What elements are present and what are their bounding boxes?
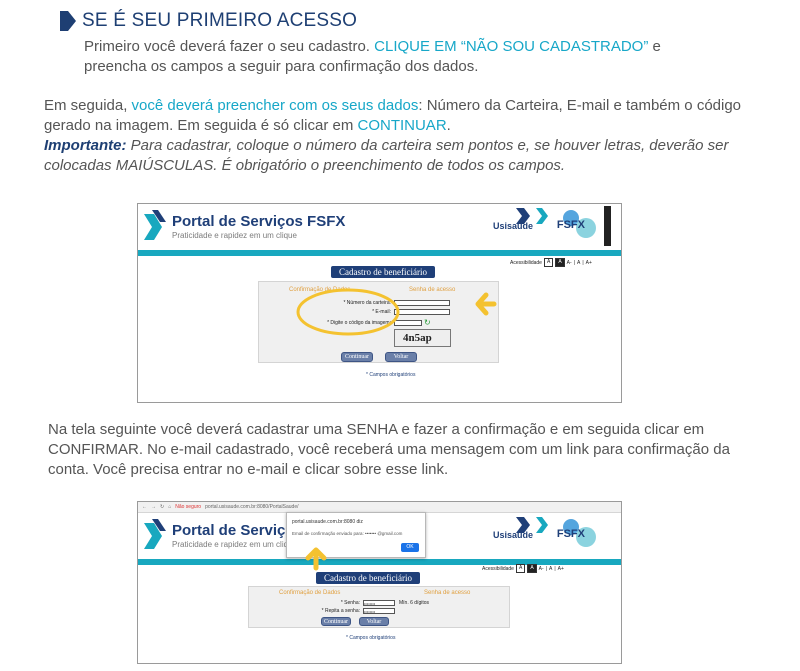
tab-password[interactable]: Senha de acesso (424, 590, 471, 596)
portal-subtitle: Praticidade e rapidez em um clique (172, 540, 297, 549)
instructions-text: . (446, 117, 451, 134)
captcha-label: * Digite o código da imagem: (327, 319, 391, 326)
portal-logo-icon (144, 519, 166, 549)
card-number-label: * Número da carteira: (343, 300, 391, 306)
contrast-normal-button[interactable]: A (515, 564, 526, 573)
refresh-captcha-icon[interactable]: ↻ (424, 318, 431, 327)
brand-banner-icon (516, 206, 611, 246)
tab-password[interactable]: Senha de acesso (409, 287, 456, 293)
url-bar[interactable]: portal.usisaude.com.br:8080/PortalSaude/ (205, 504, 299, 510)
font-decrease-button[interactable]: A- (538, 565, 544, 572)
intro-text-part: e (648, 38, 661, 55)
contrast-normal-button[interactable]: A (543, 258, 554, 267)
form-panel: Confirmação de Dados Senha de acesso * S… (248, 586, 510, 628)
password-hint: Mín. 6 dígitos (399, 600, 430, 606)
email-row: * E-mail: (259, 309, 450, 315)
password-row: * Senha: •••••••• Mín. 6 dígitos (249, 600, 429, 606)
portal-subtitle: Praticidade e rapidez em um clique (172, 231, 297, 240)
form-section-title: Cadastro de beneficiário (331, 266, 435, 278)
section-title: SE É SEU PRIMEIRO ACESSO (82, 10, 358, 31)
form-section-title: Cadastro de beneficiário (316, 572, 420, 584)
portal-header: Portal de Serviços FSFX Praticidade e ra… (138, 204, 621, 250)
password-label: * Senha: (340, 600, 360, 606)
back-icon[interactable]: ← (142, 504, 147, 510)
brand-usisaude: Usisaúde (492, 221, 533, 231)
font-normal-button[interactable]: A (548, 565, 553, 572)
chevron-marker-icon (60, 11, 76, 31)
intro-text: Primeiro você deverá fazer o seu cadastr… (84, 37, 774, 77)
tab-confirmation[interactable]: Confirmação de Dados (289, 287, 351, 293)
highlight-overlay (305, 547, 327, 571)
intro-text-part: Primeiro você deverá fazer o seu cadastr… (84, 38, 375, 55)
password-input[interactable]: •••••••• (363, 600, 395, 606)
forward-icon[interactable]: → (151, 504, 156, 510)
contrast-high-button[interactable]: A (527, 564, 537, 573)
highlight-circle (296, 288, 400, 336)
captcha-row: * Digite o código da imagem: ↻ (259, 318, 431, 327)
required-fields-note: * Campos obrigatórios (346, 635, 396, 641)
accessibility-label: Acessibilidade (482, 565, 514, 572)
important-note: Para cadastrar, coloque o número da cart… (44, 137, 729, 174)
instructions-highlight: você deverá preencher com os seus dados (131, 97, 419, 114)
required-fields-note: * Campos obrigatórios (366, 372, 416, 378)
accessibility-controls: Acessibilidade A A A- | A | A+ (482, 564, 564, 573)
back-button[interactable]: Voltar (359, 617, 389, 626)
dialog-message: Email de confirmação enviado para: •••••… (292, 531, 403, 536)
email-input[interactable] (394, 309, 450, 315)
intro-highlight: CLIQUE EM “NÃO SOU CADASTRADO” (374, 38, 649, 55)
repeat-password-input[interactable]: •••••••• (363, 608, 395, 614)
highlight-overlay (296, 288, 497, 336)
brand-fsfx: FSFX (556, 219, 585, 231)
arrow-up-icon (305, 547, 327, 571)
screenshot-password-form: ← → ↻ ⌂ Não seguro portal.usisaude.com.b… (137, 501, 622, 664)
portal-logo-icon (144, 210, 166, 240)
font-increase-button[interactable]: A+ (557, 565, 564, 572)
home-icon[interactable]: ⌂ (168, 504, 172, 510)
reload-icon[interactable]: ↻ (160, 504, 165, 510)
accessibility-label: Acessibilidade (510, 259, 542, 266)
screenshot-registration-form: Portal de Serviços FSFX Praticidade e ra… (137, 203, 622, 403)
header-bar (138, 250, 621, 256)
font-increase-button[interactable]: A+ (585, 259, 592, 266)
header-bar (138, 559, 621, 565)
brand-usisaude: Usisaúde (492, 530, 533, 540)
intro-text-line2: preencha os campos a seguir para confirm… (84, 58, 479, 75)
email-label: * E-mail: (372, 309, 391, 315)
repeat-password-label: * Repita a senha: (321, 608, 360, 614)
brand-fsfx: FSFX (556, 528, 585, 540)
brand-banner-icon (516, 517, 596, 547)
section-heading: SE É SEU PRIMEIRO ACESSO (58, 10, 357, 32)
tab-confirmation[interactable]: Confirmação de Dados (279, 590, 341, 596)
not-secure-label: Não seguro (175, 504, 202, 510)
font-decrease-button[interactable]: A- (566, 259, 572, 266)
important-label: Importante: (44, 137, 127, 154)
dialog-ok-button[interactable]: OK (401, 543, 419, 552)
font-normal-button[interactable]: A (576, 259, 581, 266)
next-step-paragraph: Na tela seguinte você deverá cadastrar u… (48, 421, 730, 478)
contrast-high-button[interactable]: A (555, 258, 565, 267)
back-button[interactable]: Voltar (385, 352, 417, 362)
confirmation-dialog: portal.usisaude.com.br:8080 diz Email de… (286, 512, 426, 558)
accessibility-controls: Acessibilidade A A A- | A | A+ (510, 258, 592, 267)
instructions-text: Em seguida, (44, 97, 132, 114)
portal-title: Portal de Serviços FSFX (172, 213, 346, 230)
repeat-password-row: * Repita a senha: •••••••• (249, 608, 395, 614)
instructions-paragraph: Em seguida, você deverá preencher com os… (44, 96, 764, 176)
instructions-text: : Número da Carteira, E-mail e também o … (44, 97, 742, 134)
captcha-image: 4n5ap (394, 329, 451, 347)
dialog-title: portal.usisaude.com.br:8080 diz (292, 519, 363, 525)
captcha-input[interactable] (394, 319, 422, 326)
continue-button[interactable]: Continuar (321, 617, 351, 626)
instructions-continue-highlight: CONTINUAR (357, 117, 447, 134)
arrow-left-icon (475, 292, 497, 316)
continue-button[interactable]: Continuar (341, 352, 373, 362)
